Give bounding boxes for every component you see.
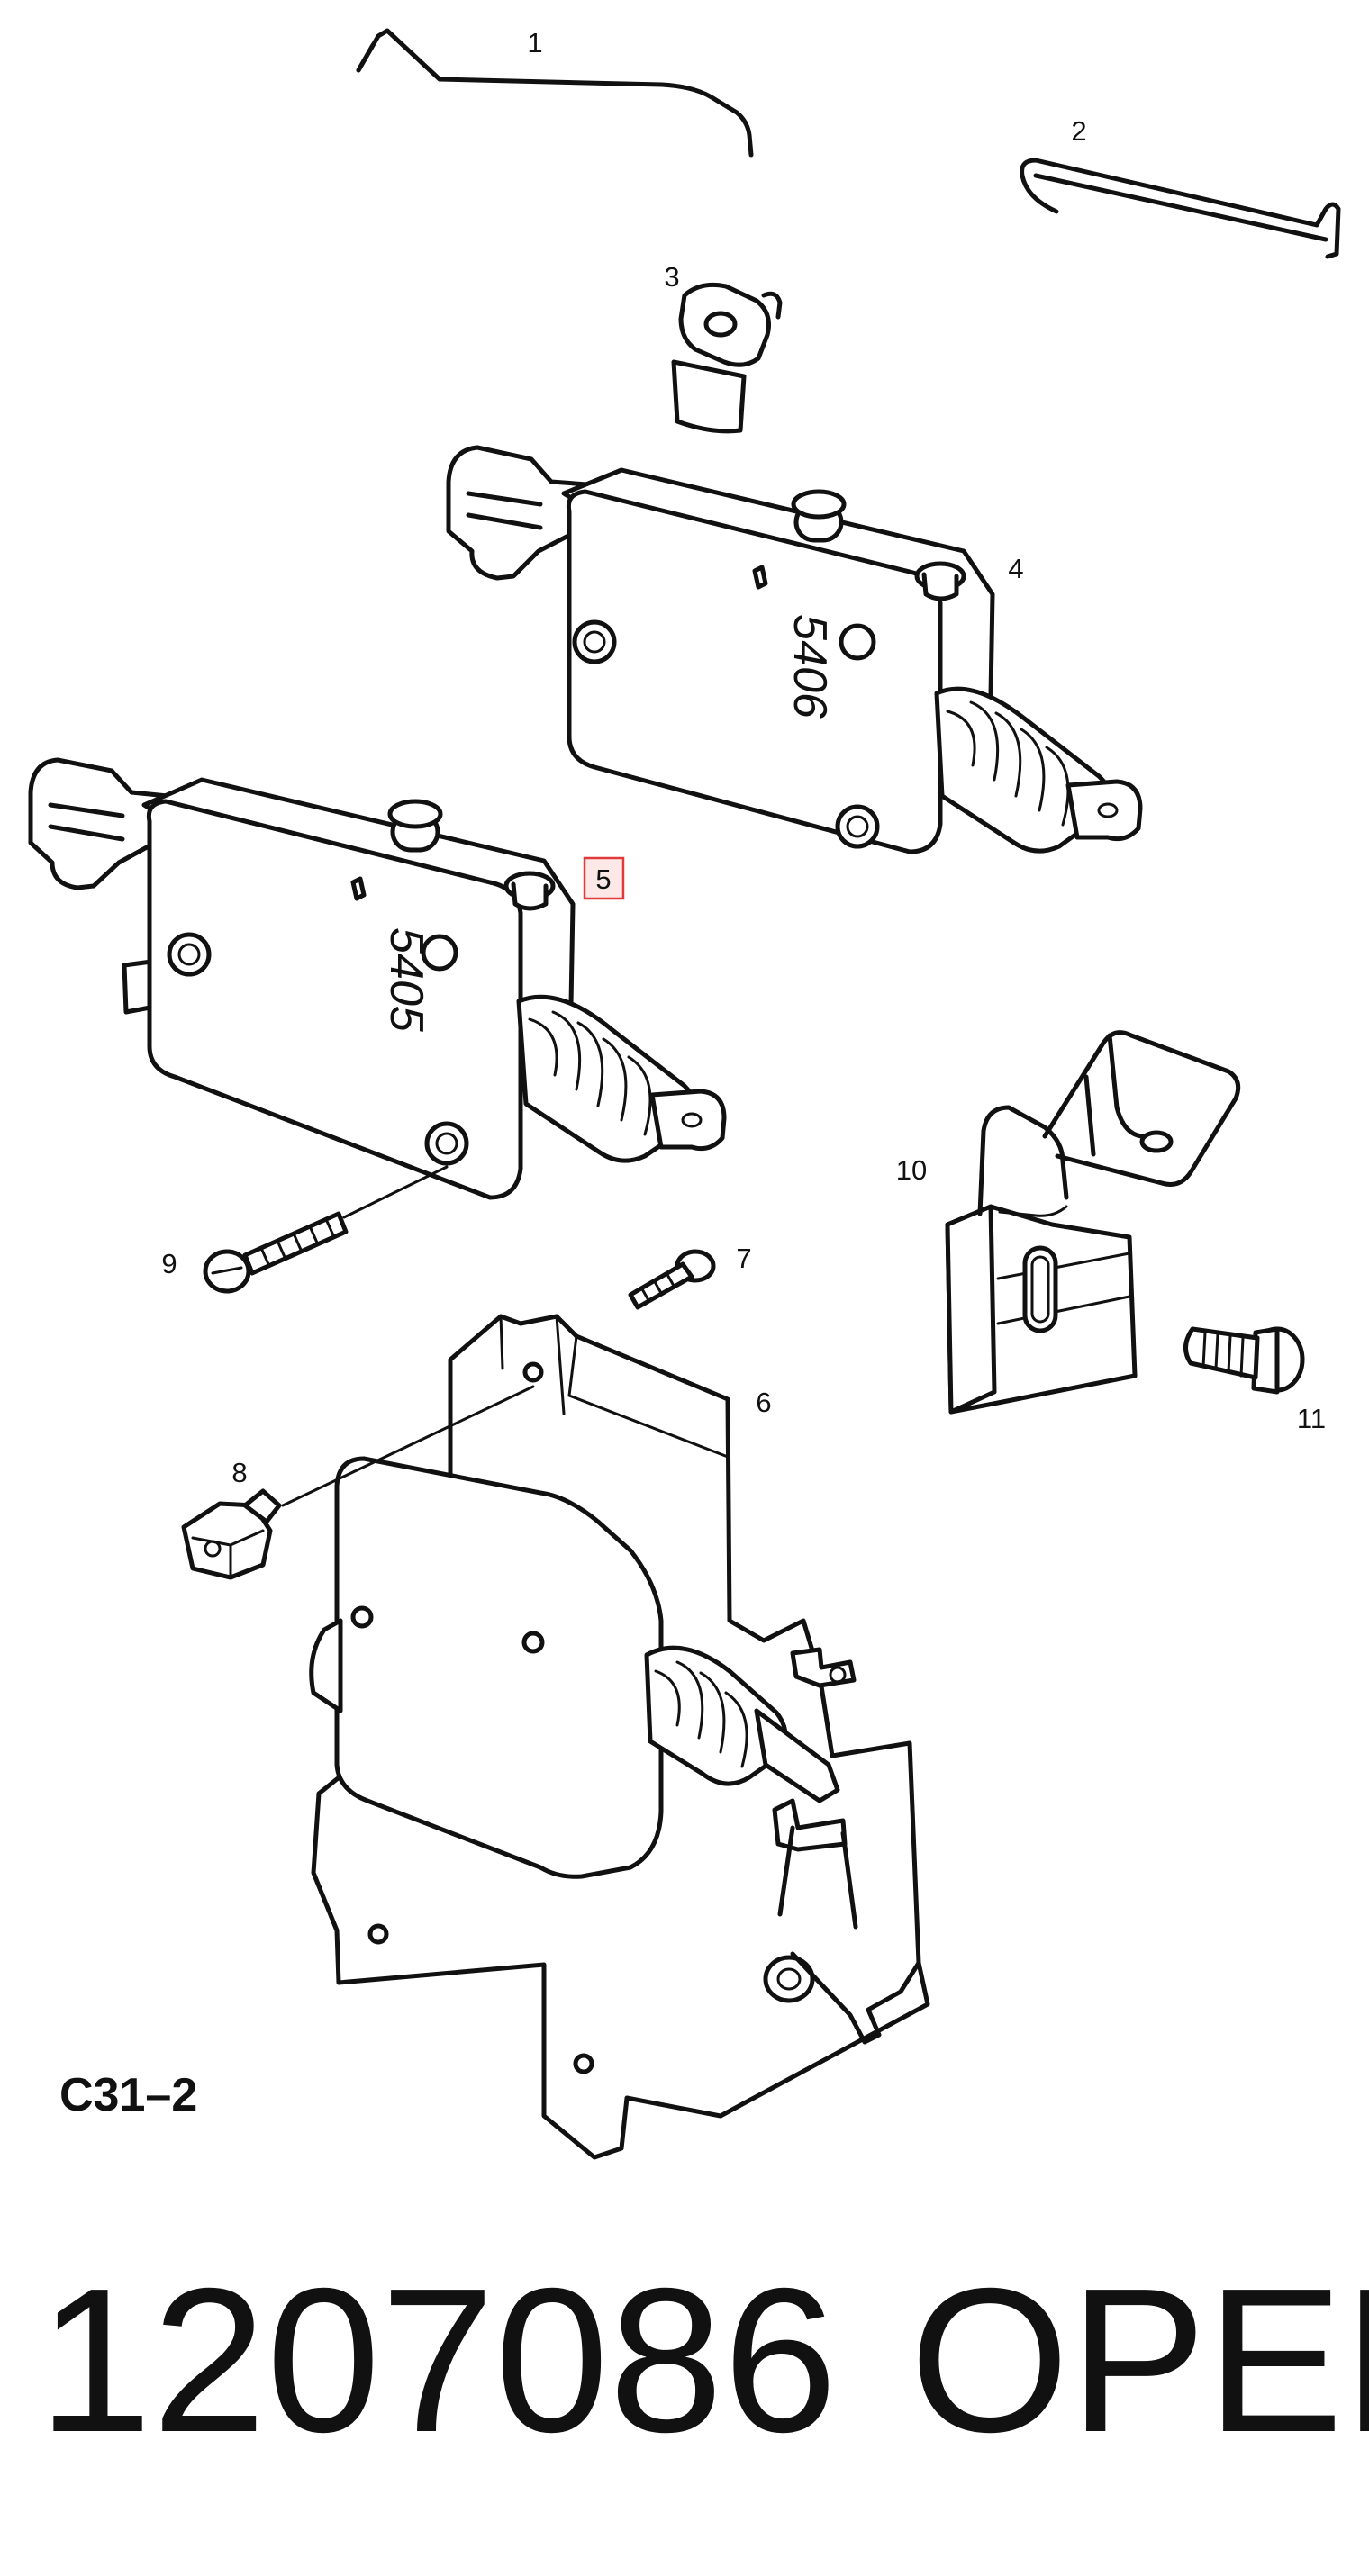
part-7-screw bbox=[628, 1249, 716, 1310]
part-10-bracket bbox=[945, 1030, 1241, 1415]
sheet-code: C31–2 bbox=[59, 2069, 197, 2121]
part-4-actuator-upper bbox=[446, 445, 1143, 854]
callout-8: 8 bbox=[231, 1457, 247, 1488]
part-2-linkage-rod bbox=[1020, 158, 1341, 259]
part-8-connector bbox=[181, 1488, 282, 1580]
actuator-upper-stamp: 5406 bbox=[784, 614, 836, 719]
callout-4: 4 bbox=[1008, 553, 1023, 584]
callout-5: 5 bbox=[595, 863, 611, 895]
actuator-lower-stamp: 5405 bbox=[380, 927, 432, 1033]
callout-2: 2 bbox=[1071, 115, 1086, 147]
brand-name: OPEL bbox=[910, 2246, 1369, 2475]
callout-10: 10 bbox=[896, 1154, 927, 1186]
callout-11: 11 bbox=[1297, 1403, 1326, 1434]
part-11-bolt bbox=[1183, 1326, 1305, 1395]
callout-9: 9 bbox=[161, 1248, 177, 1279]
part-9-screw bbox=[203, 1165, 449, 1294]
part-5-actuator-lower bbox=[28, 757, 727, 1200]
part-6-bracket-assembly bbox=[281, 1314, 930, 2160]
callout-6: 6 bbox=[756, 1387, 771, 1418]
callout-3: 3 bbox=[664, 261, 679, 293]
part-3-clip bbox=[671, 282, 783, 434]
part-number: 1207086 bbox=[38, 2246, 838, 2475]
callout-1: 1 bbox=[527, 27, 542, 59]
callout-5-highlight bbox=[583, 856, 625, 900]
callout-7: 7 bbox=[736, 1243, 751, 1274]
part-1-linkage-rod bbox=[356, 28, 754, 158]
